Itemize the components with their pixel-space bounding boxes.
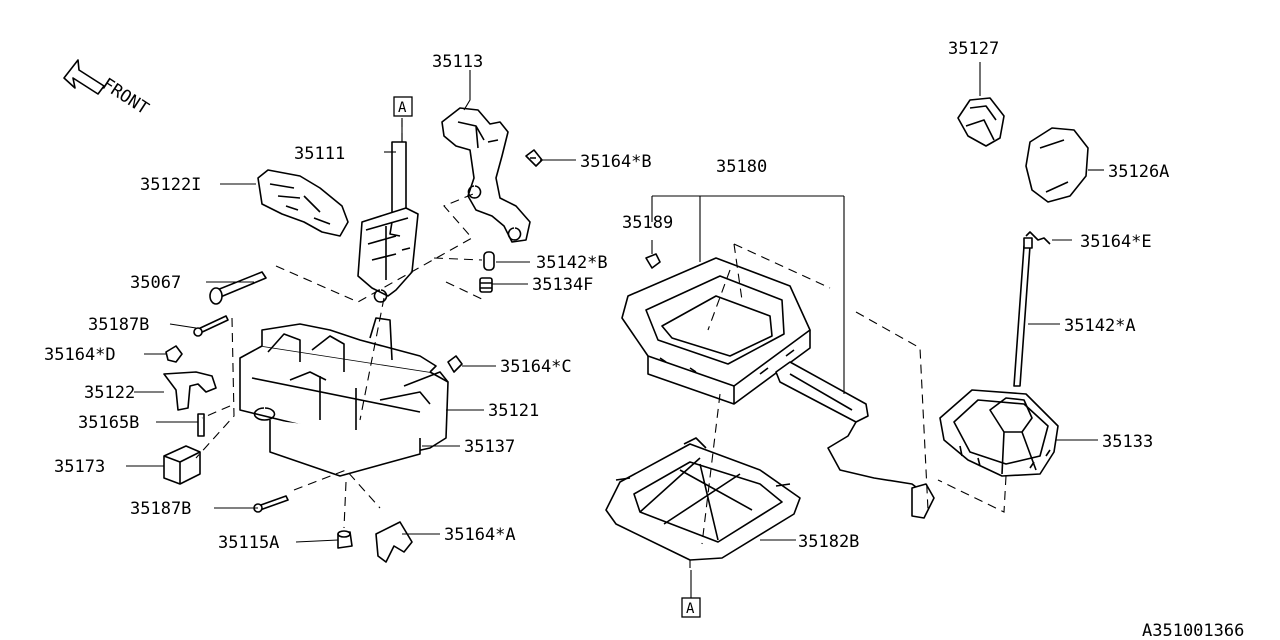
part-35126A-knob [1025,127,1089,203]
ref-marker-top-label: A [398,100,407,116]
front-direction-arrow [63,59,105,95]
label-35189: 35189 [622,213,673,233]
part-35115A-grommet [337,530,353,549]
ref-marker-bottom-label: A [686,601,695,617]
label-35113: 35113 [432,52,483,72]
part-35173-solenoid [163,445,201,485]
part-35164E-clip [1025,231,1051,245]
part-35165B-rod [197,413,205,437]
label-35142A: 35142*A [1064,316,1136,336]
label-35164B: 35164*B [580,152,652,172]
ref-marker-top: A [393,96,413,117]
label-35115A: 35115A [218,533,279,553]
part-35187B-pin-bottom [253,495,289,513]
label-35137: 35137 [464,437,515,457]
part-35189-clip [645,253,661,269]
label-35164E: 35164*E [1080,232,1152,252]
label-35126A: 35126A [1108,162,1169,182]
right-assembly-dashed-lines [937,475,1007,513]
part-35067-bolt [209,271,267,305]
label-35134F: 35134F [532,275,593,295]
part-35180-console-frame [621,257,811,405]
center-assembly-dashed-lines [689,243,929,568]
part-35142A-rod [1013,237,1033,387]
part-35164C-clip [447,355,463,373]
part-35121-base-plate [239,317,449,477]
label-35122I: 35122I [140,175,201,195]
part-35182B-lower-frame [605,437,801,561]
front-label: FRONT [98,74,152,119]
part-35187B-pin-top [193,315,229,337]
label-35122: 35122 [84,383,135,403]
part-35111-shift-lever [357,141,419,303]
label-35164D: 35164*D [44,345,116,365]
label-35180: 35180 [716,157,767,177]
label-35121: 35121 [488,401,539,421]
label-35111: 35111 [294,144,345,164]
label-35133: 35133 [1102,432,1153,452]
part-35134F-bolt [479,277,493,293]
part-35133-boot [939,389,1059,477]
label-35164A: 35164*A [444,525,516,545]
part-35180-indicator-strip [775,361,935,519]
label-35165B: 35165B [78,413,139,433]
part-35122I-cable-bracket [257,169,349,237]
label-35187B-top: 35187B [88,315,149,335]
label-35127: 35127 [948,39,999,59]
part-35127-cover [957,97,1005,147]
label-35067: 35067 [130,273,181,293]
part-35164D-clip [165,345,183,363]
diagram-id: A351001366 [1142,621,1244,640]
part-35142B-pin [483,251,495,271]
part-35164A-clip [375,521,413,563]
leader-lines [126,62,1104,543]
part-35113-bracket [441,107,531,243]
ref-marker-bottom: A [681,570,701,618]
part-35164B-clip [525,149,543,167]
label-35182B: 35182B [798,532,859,552]
part-35122-piece [163,371,217,411]
label-35187B-bottom: 35187B [130,499,191,519]
left-assembly-dashed-lines [195,120,485,529]
label-35173: 35173 [54,457,105,477]
label-35142B: 35142*B [536,253,608,273]
label-35164C: 35164*C [500,357,572,377]
